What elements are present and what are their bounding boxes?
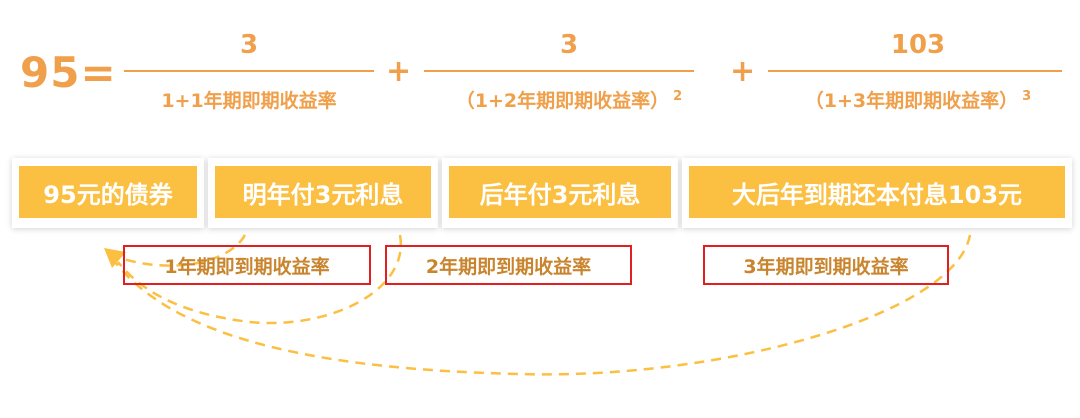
plus-sign-2: + [730, 54, 756, 89]
box-year2-interest: 后年付3元利息 [442, 158, 678, 228]
arrow-head [104, 248, 126, 268]
tag-3y-spot-rate: 3年期即到期收益率 [703, 245, 949, 285]
box-year1-interest: 明年付3元利息 [208, 158, 438, 228]
plus-sign-1: + [386, 54, 412, 89]
arrow-year2 [117, 234, 403, 325]
box-year2-interest-label: 后年付3元利息 [449, 166, 671, 218]
box-bond-price: 95元的债券 [12, 158, 204, 228]
term2-fraction-bar [424, 70, 694, 72]
term1-numerator: 3 [239, 30, 259, 60]
term2-exponent: 2 [673, 88, 683, 104]
term3-denominator: （1+3年期即期收益率）3 [768, 86, 1068, 113]
equation-lhs: 95= [20, 48, 117, 97]
term2-denominator: （1+2年期即期收益率）2 [424, 86, 714, 113]
term3-fraction-bar [768, 70, 1062, 72]
term1-fraction-bar [124, 70, 374, 72]
term3-exponent: 3 [1022, 88, 1032, 104]
term3-numerator: 103 [890, 30, 946, 60]
term2-denominator-text: （1+2年期即期收益率） [455, 90, 670, 112]
arrow-year1 [119, 234, 247, 267]
box-year3-principal-interest-label: 大后年到期还本付息103元 [689, 166, 1065, 218]
box-year1-interest-label: 明年付3元利息 [215, 166, 431, 218]
box-year3-principal-interest: 大后年到期还本付息103元 [682, 158, 1072, 228]
term3-denominator-text: （1+3年期即期收益率） [804, 90, 1019, 112]
tag-1y-spot-rate: 1年期即到期收益率 [123, 245, 371, 285]
term1-denominator: 1+1年期即期收益率 [124, 86, 374, 113]
tag-2y-spot-rate: 2年期即到期收益率 [385, 245, 632, 285]
term1-denominator-text: 1+1年期即期收益率 [161, 90, 337, 112]
term2-numerator: 3 [559, 30, 579, 60]
box-bond-price-label: 95元的债券 [19, 166, 197, 218]
